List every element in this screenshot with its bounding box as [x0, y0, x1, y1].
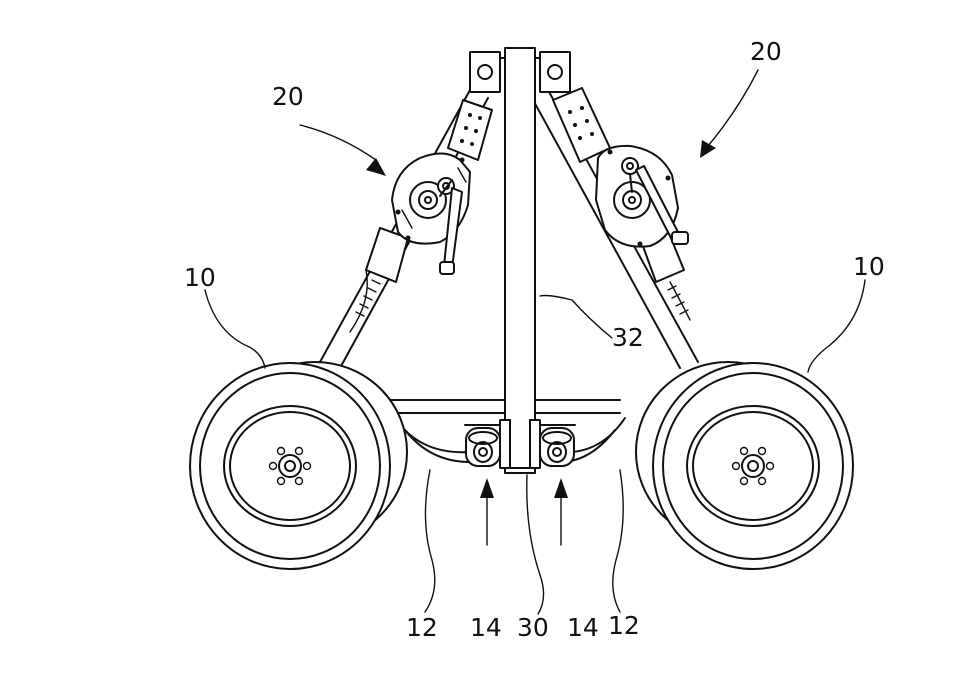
arrow-right-roller [554, 478, 568, 498]
left-wheel [189, 361, 408, 570]
label-roller-left: 14 [470, 613, 502, 642]
label-wheel-left: 10 [184, 263, 216, 292]
central-mast [469, 47, 571, 474]
label-arm-right: 20 [750, 37, 782, 66]
arrow-left-roller [480, 478, 494, 498]
label-wheel-right: 10 [853, 252, 885, 281]
label-mast: 32 [612, 323, 644, 352]
arrowheads [366, 140, 716, 498]
right-arm [531, 87, 699, 369]
right-wheel [635, 361, 854, 570]
label-roller-right: 14 [567, 613, 599, 642]
arrow-left-arm [366, 158, 386, 176]
label-arm-left: 20 [272, 82, 304, 111]
left-arm [319, 89, 493, 369]
label-center: 30 [517, 613, 549, 642]
label-axle-left: 12 [406, 613, 438, 642]
label-axle-right: 12 [608, 611, 640, 640]
arrow-right-arm [700, 140, 716, 158]
right-roller [539, 427, 575, 467]
left-roller [465, 427, 501, 467]
